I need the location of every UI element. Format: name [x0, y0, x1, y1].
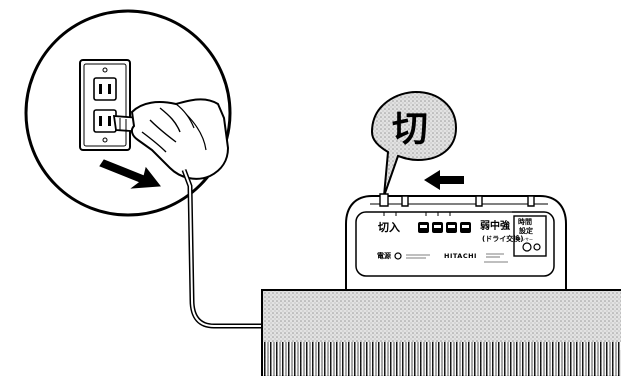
- mode-buttons: [418, 222, 471, 233]
- controller-body: [345, 195, 567, 291]
- hand-icon: [130, 98, 230, 180]
- bubble-label: 切: [392, 109, 429, 150]
- timer-label: 時間: [518, 218, 532, 226]
- temperature-label: 弱中強: [480, 221, 510, 232]
- power-indicator: [394, 252, 402, 260]
- fine-print: [406, 211, 512, 263]
- speech-bubble: [370, 90, 458, 197]
- slider-rail: [370, 193, 548, 207]
- wall-outlet-icon: [79, 59, 131, 151]
- timer-box: [513, 215, 547, 257]
- power-cord: [181, 169, 264, 329]
- switch-label: 切入: [378, 221, 400, 234]
- slide-arrow-icon: [424, 170, 464, 190]
- brand-logo: HITACHI: [444, 252, 477, 260]
- pull-arrow-icon: [99, 159, 161, 189]
- temperature-sublabel: (ドライ交換): [482, 235, 524, 243]
- table: [261, 289, 621, 377]
- setting-label: 設定: [519, 227, 533, 235]
- panel-ticks: [383, 212, 451, 216]
- sensor-label: センサー: [517, 237, 533, 242]
- power-label: 電源: [377, 252, 391, 260]
